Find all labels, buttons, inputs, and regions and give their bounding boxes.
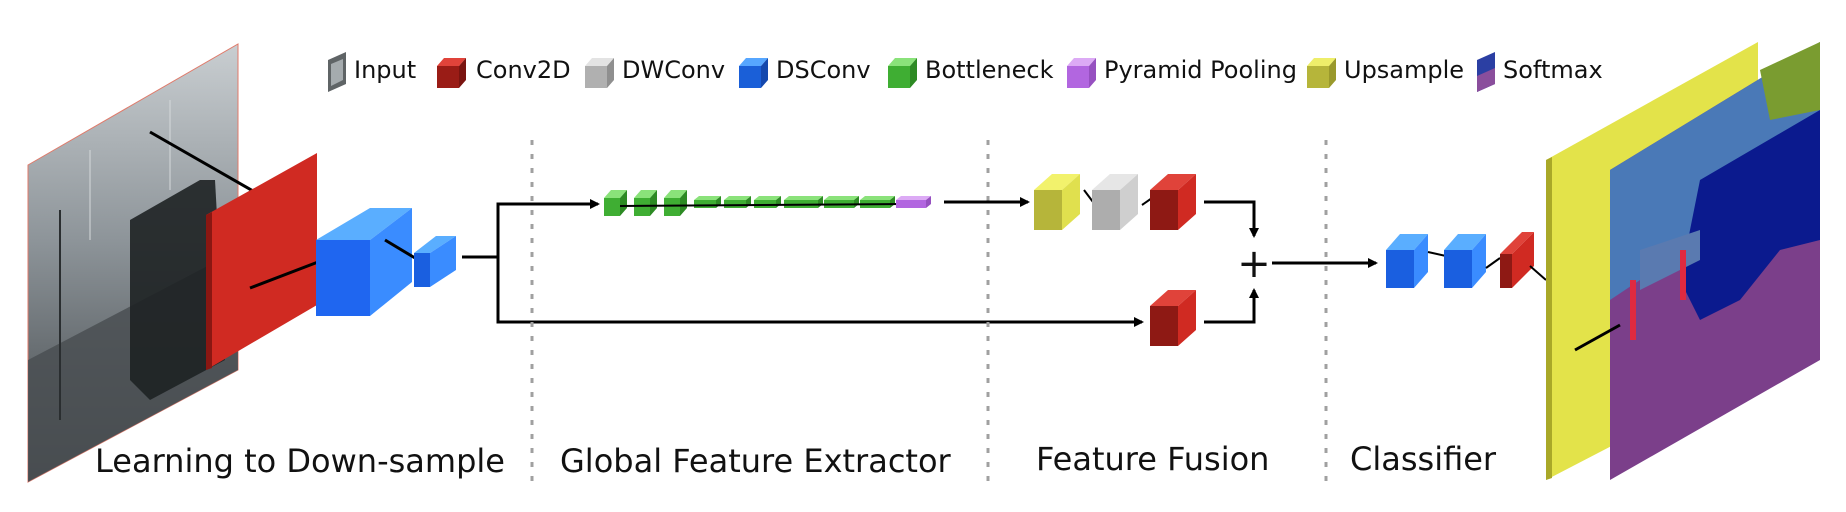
bottleneck-connector-line [619, 203, 901, 207]
legend: Input Conv2D DWConv DSConv [328, 52, 1603, 92]
legend-item-conv2d: Conv2D [437, 56, 571, 88]
arrow-to-global-feature-extractor [462, 199, 600, 259]
section-label-global-feature-extractor: Global Feature Extractor [560, 442, 952, 480]
legend-item-softmax: Softmax [1477, 52, 1603, 92]
legend-item-bottleneck: Bottleneck [888, 56, 1054, 88]
legend-item-upsample: Upsample [1307, 56, 1464, 88]
conv2d-block-fusion-top [1150, 174, 1196, 230]
legend-item-dsconv: DSConv [739, 56, 871, 88]
upsample-swatch-icon [1307, 58, 1336, 88]
legend-label-dwconv: DWConv [622, 56, 725, 84]
legend-item-pyramid-pooling: Pyramid Pooling [1067, 56, 1297, 88]
arrow-fusion-top-to-sum [1204, 200, 1259, 238]
arrow-skip-connection [496, 257, 1144, 327]
classifier-connector-line-1 [1427, 251, 1447, 257]
pyramid-pooling-block [896, 196, 931, 208]
input-swatch-icon [328, 52, 346, 92]
legend-label-softmax: Softmax [1503, 56, 1603, 84]
conv2d-block-fusion-bottom [1150, 290, 1196, 346]
bottleneck-block-9 [860, 196, 895, 208]
dsconv-block-classifier-2 [1444, 234, 1486, 288]
softmax-output-segmentation [1610, 42, 1820, 480]
softmax-connector-line [1574, 323, 1621, 352]
dsconv-swatch-icon [739, 58, 768, 88]
arrow-fusion-bottom-to-sum [1204, 288, 1259, 324]
conv2d-connector-line [249, 260, 319, 290]
legend-label-conv2d: Conv2D [476, 56, 571, 84]
bottleneck-blocks [604, 190, 895, 216]
bottleneck-swatch-icon [888, 58, 917, 88]
bottleneck-block-6 [754, 196, 781, 208]
conv2d-swatch-icon [437, 58, 466, 88]
dsconv-connector-line [384, 238, 416, 260]
fusion-sum-symbol: + [1237, 241, 1271, 287]
softmax-swatch-icon [1477, 52, 1495, 92]
pyramid-pooling-swatch-icon [1067, 58, 1096, 88]
dwconv-swatch-icon [585, 58, 614, 88]
dsconv-block-2 [414, 236, 456, 287]
legend-label-pyramid-pooling: Pyramid Pooling [1104, 56, 1297, 84]
conv2d-block-classifier [1500, 232, 1534, 288]
dwconv-block-fusion [1092, 174, 1138, 230]
legend-label-upsample: Upsample [1344, 56, 1464, 84]
bottleneck-block-2 [634, 190, 657, 216]
dsconv-block-1 [316, 208, 412, 316]
legend-item-dwconv: DWConv [585, 56, 725, 88]
bottleneck-block-1 [604, 190, 627, 216]
legend-label-input: Input [354, 56, 416, 84]
legend-item-input: Input [328, 52, 416, 92]
classifier-connector-line-2 [1485, 257, 1501, 269]
dsconv-block-classifier-1 [1386, 234, 1428, 288]
classifier-connector-line-3 [1529, 265, 1547, 281]
bottleneck-block-7 [784, 196, 823, 208]
bottleneck-block-8 [824, 196, 859, 208]
section-label-learning-to-down-sample: Learning to Down-sample [95, 442, 505, 480]
legend-label-dsconv: DSConv [776, 56, 871, 84]
bottleneck-block-3 [664, 190, 687, 216]
upsample-block-fusion [1034, 174, 1080, 230]
section-label-feature-fusion: Feature Fusion [1036, 440, 1269, 478]
section-label-classifier: Classifier [1350, 440, 1497, 478]
input-connector-line [149, 130, 261, 197]
legend-label-bottleneck: Bottleneck [925, 56, 1054, 84]
conv2d-block-1 [206, 153, 317, 370]
